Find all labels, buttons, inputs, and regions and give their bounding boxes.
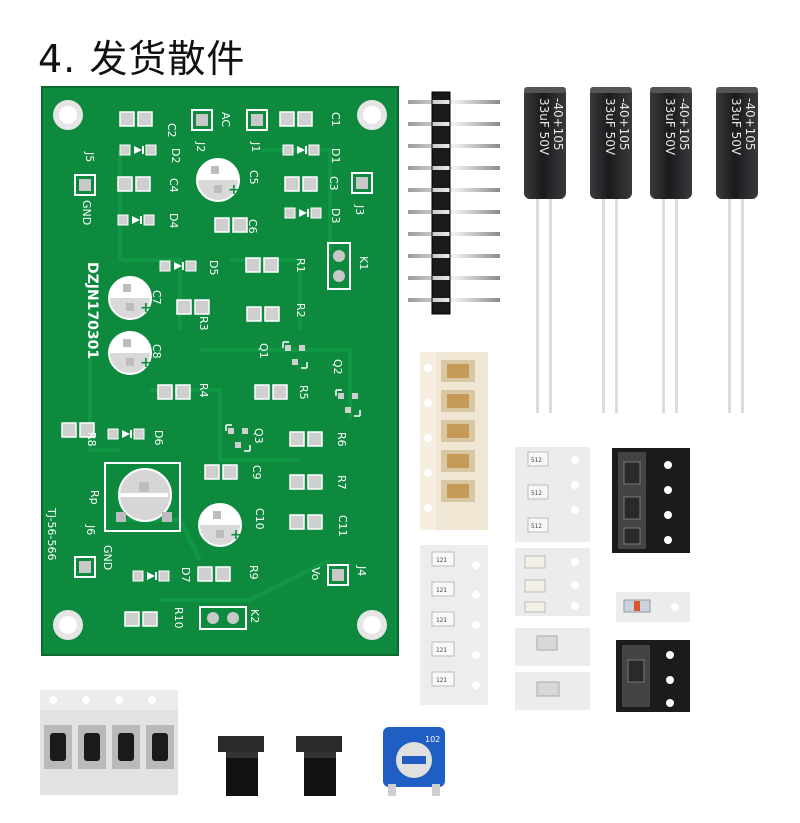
label-r10: R10 bbox=[172, 607, 185, 629]
smd-transistor-tape-bottom bbox=[616, 640, 690, 712]
label-c1: C1 bbox=[329, 112, 342, 127]
svg-text:512: 512 bbox=[531, 490, 542, 497]
svg-text:33uF 50V: 33uF 50V bbox=[603, 98, 617, 156]
pcb-board: C2 AC C1 D2 D1 J2 J1 J5 GND C4 C5 C3 J3 … bbox=[41, 86, 399, 656]
pin-header bbox=[408, 91, 500, 315]
smd-resistor-tape-small bbox=[515, 548, 590, 616]
label-q2: Q2 bbox=[331, 359, 344, 375]
jumper-cap bbox=[296, 736, 342, 796]
mounting-holes bbox=[53, 100, 387, 640]
label-d6: D6 bbox=[152, 430, 165, 445]
label-c4: C4 bbox=[167, 178, 180, 193]
label-c10: C10 bbox=[253, 508, 266, 530]
label-d7: D7 bbox=[179, 567, 192, 582]
trimmer-potentiometer: 102 bbox=[383, 727, 445, 796]
label-r7: R7 bbox=[335, 475, 348, 490]
electrolytic-capacitors: 33uF 50V -40+105 33uF 50V -40+105 33uF 5… bbox=[524, 87, 758, 413]
label-q3: Q3 bbox=[252, 428, 265, 444]
label-c6: C6 bbox=[246, 219, 259, 234]
label-j1: J1 bbox=[249, 141, 262, 152]
smd-tape-pieces bbox=[515, 628, 590, 710]
label-d2: D2 bbox=[169, 148, 182, 163]
label-d5: D5 bbox=[207, 260, 220, 275]
label-c7: C7 bbox=[150, 290, 163, 305]
label-gnd-top: GND bbox=[80, 200, 93, 225]
board-id: DZJN170301 bbox=[84, 262, 100, 359]
label-j5: J5 bbox=[83, 151, 96, 162]
smd-switch-tape bbox=[40, 690, 178, 795]
svg-text:-40+105: -40+105 bbox=[677, 98, 691, 151]
svg-text:512: 512 bbox=[531, 523, 542, 530]
label-j4: J4 bbox=[355, 565, 368, 576]
smd-resistor-tape-121: 121 121 121 121 121 bbox=[420, 545, 488, 705]
label-k1: K1 bbox=[357, 256, 370, 270]
smd-resistor-tape-512: 512 512 512 bbox=[515, 447, 590, 542]
label-c3: C3 bbox=[327, 176, 340, 191]
label-j3: J3 bbox=[353, 204, 366, 215]
svg-text:121: 121 bbox=[436, 557, 447, 564]
label-c5: C5 bbox=[247, 170, 260, 185]
smd-transistor-tape-top bbox=[612, 448, 690, 553]
label-d3: D3 bbox=[329, 208, 342, 223]
capacitor: 33uF 50V -40+105 bbox=[716, 87, 758, 413]
svg-text:512: 512 bbox=[531, 457, 542, 464]
label-c8: C8 bbox=[150, 344, 163, 359]
label-d1: D1 bbox=[329, 148, 342, 163]
label-k2: K2 bbox=[248, 609, 261, 623]
label-ac: AC bbox=[219, 112, 232, 127]
section-heading: 4. 发货散件 bbox=[38, 28, 245, 83]
label-c11: C11 bbox=[336, 515, 349, 537]
label-r5: R5 bbox=[297, 385, 310, 400]
label-gnd-bottom: GND bbox=[101, 545, 114, 570]
jumper-cap bbox=[218, 736, 264, 796]
capacitor: 33uF 50V -40+105 bbox=[524, 87, 566, 413]
svg-text:121: 121 bbox=[436, 677, 447, 684]
svg-text:33uF 50V: 33uF 50V bbox=[537, 98, 551, 156]
svg-text:121: 121 bbox=[436, 647, 447, 654]
svg-text:33uF 50V: 33uF 50V bbox=[663, 98, 677, 156]
section-title: 发货散件 bbox=[89, 37, 246, 81]
label-c2: C2 bbox=[165, 123, 178, 138]
svg-text:33uF 50V: 33uF 50V bbox=[729, 98, 743, 156]
svg-text:121: 121 bbox=[436, 587, 447, 594]
label-vo: Vo bbox=[309, 567, 322, 581]
capacitor: 33uF 50V -40+105 bbox=[590, 87, 632, 413]
smd-capacitor-tape bbox=[420, 352, 488, 530]
label-r9: R9 bbox=[247, 565, 260, 580]
label-c9: C9 bbox=[250, 465, 263, 480]
board-model: TJ-56-566 bbox=[45, 507, 58, 561]
label-rp: Rp bbox=[88, 490, 101, 505]
capacitor: 33uF 50V -40+105 bbox=[650, 87, 692, 413]
label-r3: R3 bbox=[197, 316, 210, 331]
label-r1: R1 bbox=[294, 258, 307, 273]
svg-text:-40+105: -40+105 bbox=[617, 98, 631, 151]
label-q1: Q1 bbox=[257, 343, 270, 359]
svg-text:121: 121 bbox=[436, 617, 447, 624]
label-r6: R6 bbox=[335, 432, 348, 447]
svg-text:102: 102 bbox=[425, 735, 440, 744]
section-number: 4. bbox=[38, 37, 77, 81]
smd-diode-tape bbox=[616, 592, 690, 622]
label-d4: D4 bbox=[167, 213, 180, 228]
label-r4: R4 bbox=[197, 383, 210, 398]
label-r2: R2 bbox=[294, 303, 307, 318]
svg-text:-40+105: -40+105 bbox=[743, 98, 757, 151]
label-j2: J2 bbox=[194, 141, 207, 152]
label-j6: J6 bbox=[84, 524, 97, 535]
svg-text:-40+105: -40+105 bbox=[551, 98, 565, 151]
label-r8: R8 bbox=[85, 432, 98, 447]
